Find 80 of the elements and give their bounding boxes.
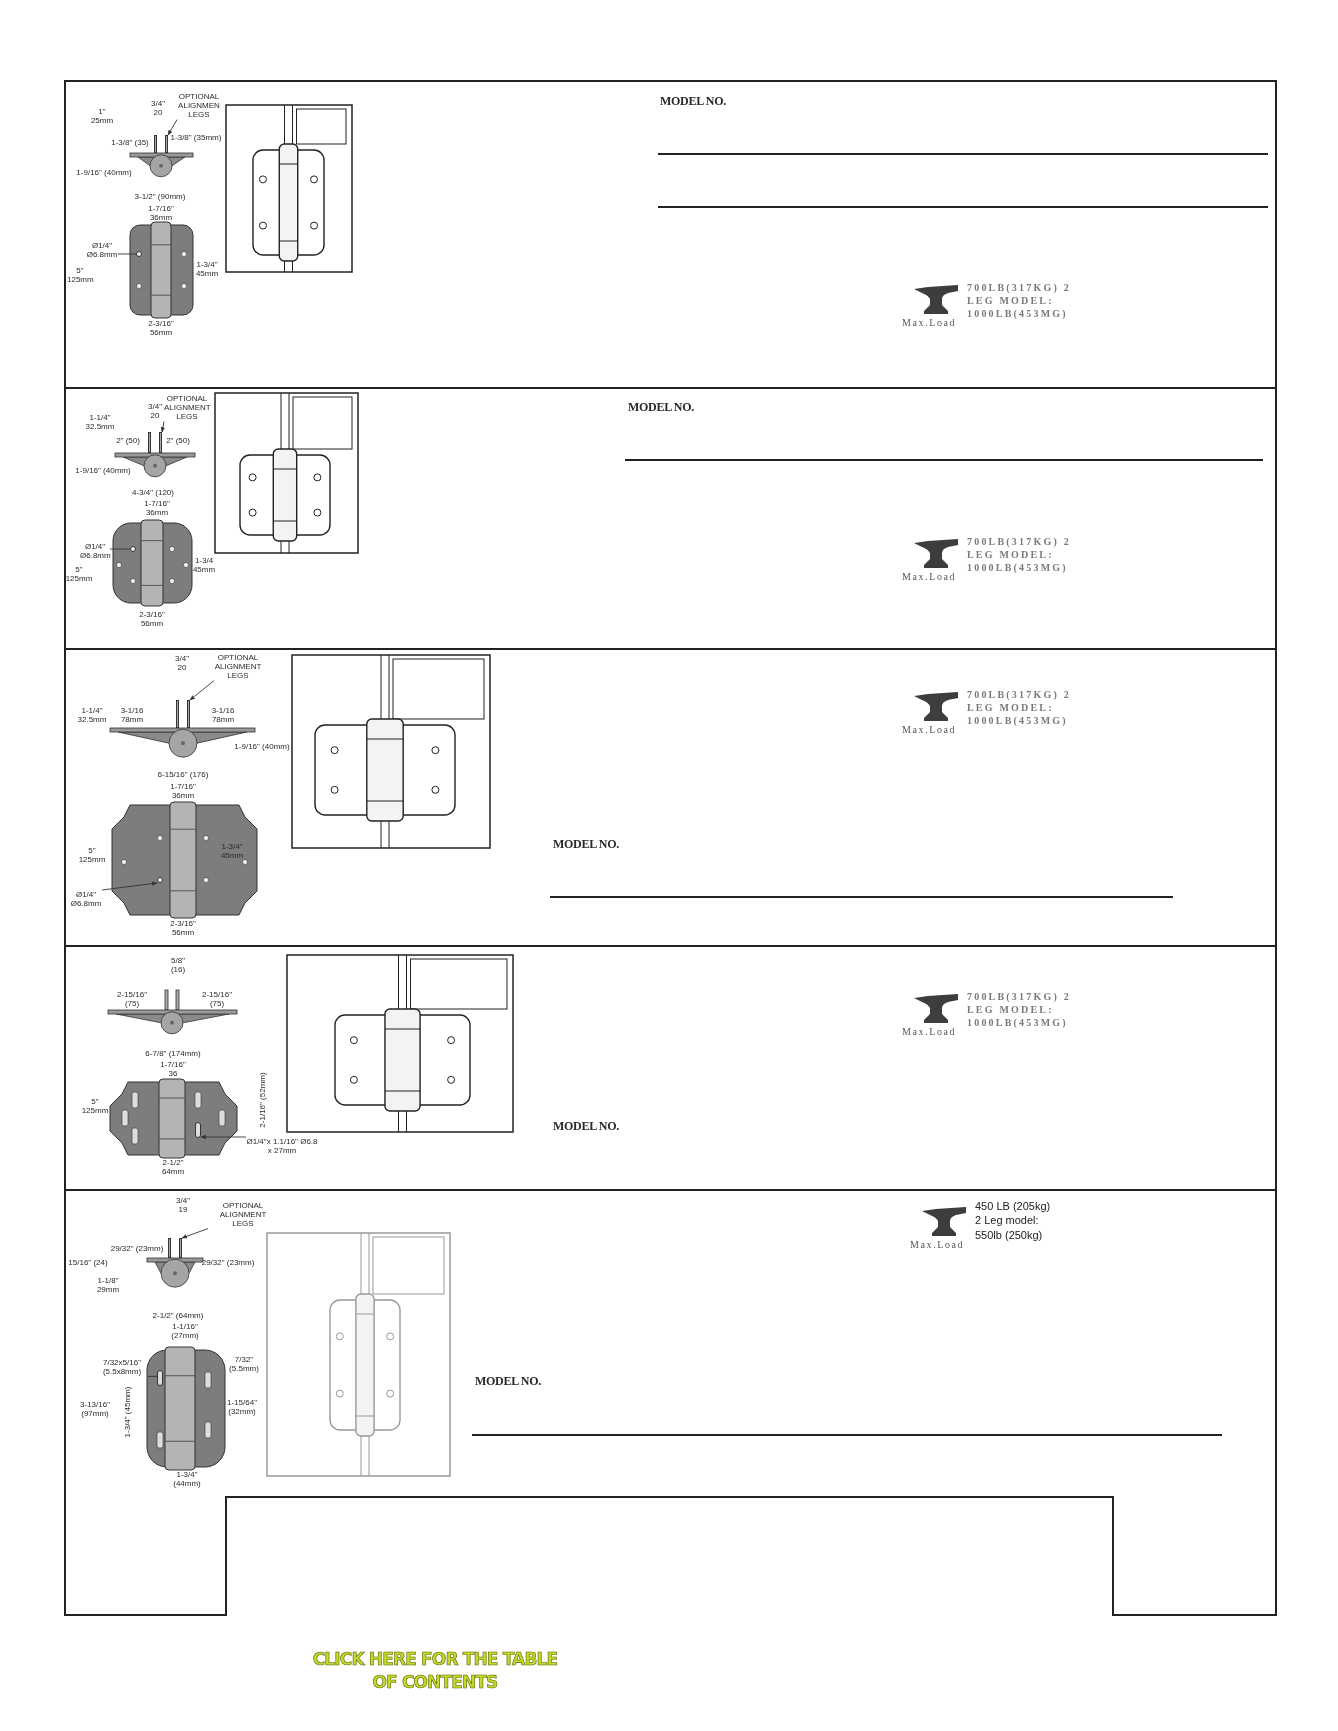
dimension-label: 1-7/16" 36 <box>159 1060 187 1079</box>
dimension-label: 2-3/16" 56mm <box>148 319 174 338</box>
model-number-label: MODEL NO. <box>553 836 619 853</box>
dimension-label: 1" 25mm <box>89 107 115 126</box>
dimension-label: 1-1/4" 32.5mm <box>85 413 115 432</box>
leader-line <box>117 253 137 255</box>
dimension-label: 1-9/16" (40mm) <box>76 168 132 178</box>
callout-label: Ø1/4"x 1.1/16" Ø6.8 x 27mm <box>246 1137 318 1156</box>
dimension-label: 7/32" (5.5mm) <box>228 1355 260 1374</box>
dimension-label: 1-1/16" (27mm) <box>170 1322 200 1341</box>
max-load-value: 700LB(317KG) 2 LEG MODEL: 1000LB(453MG) <box>967 535 1072 574</box>
dimension-label: 5" 125mm <box>67 266 93 285</box>
model-number-label: MODEL NO. <box>660 93 726 110</box>
callout-label: 7/32x5/16" (5.5x8mm) <box>96 1358 148 1377</box>
dimension-label: 5" 125mm <box>77 846 107 865</box>
dimension-label: 3/4" 20 <box>174 654 190 673</box>
dimension-label: 1-3/4 45mm <box>192 556 216 575</box>
alignment-legs <box>176 700 190 728</box>
dimension-label: 1-7/16" 36mm <box>148 204 174 223</box>
dimension-label: 2-15/16" (75) <box>116 990 148 1009</box>
dimension-label: 1-3/4" 45mm <box>194 260 220 279</box>
dimension-label: 6-15/16" (176) <box>157 770 209 780</box>
dimension-label: 1-7/16" 36mm <box>144 499 170 518</box>
max-load-caption: Max.Load <box>910 1238 965 1252</box>
alignment-legs <box>168 1238 182 1258</box>
max-load-value: 700LB(317KG) 2 LEG MODEL: 1000LB(453MG) <box>967 688 1072 727</box>
callout-label: OPTIONAL ALIGNMENT LEGS <box>164 394 210 422</box>
dimension-label: 1-1/4" 32.5mm <box>77 706 107 725</box>
callout-label: Ø1/4" Ø6.8mm <box>70 890 102 909</box>
callout-label: Ø1/4" Ø6.8mm <box>86 241 118 260</box>
dimension-label: 1-3/4" (45mm) <box>123 1386 133 1438</box>
alignment-legs <box>154 135 168 153</box>
dimension-label: 3-1/16 78mm <box>210 706 236 725</box>
dimension-label: 3-13/16" (97mm) <box>79 1400 111 1419</box>
dimension-label: 2-3/16" 56mm <box>139 610 165 629</box>
dimension-label: 6-7/8" (174mm) <box>145 1049 201 1059</box>
dimension-label: 2" (50) <box>116 436 140 446</box>
max-load-caption: Max.Load <box>902 316 957 330</box>
callout-label: OPTIONAL ALIGNMEN LEGS <box>177 92 221 120</box>
dimension-label: 5" 125mm <box>64 565 94 584</box>
dimension-label: 1-3/8" (35mm) <box>170 133 222 143</box>
dimension-label: 1-9/16" (40mm) <box>75 466 131 476</box>
max-load-value: 450 LB (205kg) 2 Leg model: 550lb (250kg) <box>975 1199 1052 1242</box>
max-load-caption: Max.Load <box>902 723 957 737</box>
max-load-caption: Max.Load <box>902 570 957 584</box>
callout-label: OPTIONAL ALIGNMENT LEGS <box>208 1201 278 1229</box>
model-number-label: MODEL NO. <box>628 399 694 416</box>
dimension-label: 5/8" (16) <box>169 956 187 975</box>
model-number-label: MODEL NO. <box>553 1118 619 1135</box>
max-load-value: 700LB(317KG) 2 LEG MODEL: 1000LB(453MG) <box>967 990 1072 1029</box>
dimension-label: 5" 125mm <box>80 1097 110 1116</box>
dimension-label: 1-1/8" 29mm <box>95 1276 121 1295</box>
dimension-label: 1-7/16" 36mm <box>170 782 196 801</box>
dimension-label: 3-1/2" (90mm) <box>134 192 186 202</box>
dimension-label: 1-9/16" (40mm) <box>234 742 290 752</box>
dimension-label: 2" (50) <box>166 436 190 446</box>
dimension-label: 2-1/16" (52mm) <box>258 1072 268 1128</box>
max-load-value: 700LB(317KG) 2 LEG MODEL: 1000LB(453MG) <box>967 281 1072 320</box>
table-of-contents-link: CLICK HERE FOR THE TABLE OF CONTENTS <box>311 1648 559 1694</box>
dimension-label: 3/4" 20 <box>147 402 163 421</box>
dimension-label: 3/4" 19 <box>175 1196 191 1215</box>
leader-line <box>147 1375 158 1377</box>
dimension-label: 4-3/4" (120) <box>132 488 174 498</box>
model-number-label: MODEL NO. <box>475 1373 541 1390</box>
dimension-label: 3/4" 20 <box>150 99 166 118</box>
dimension-label: 2-3/16" 56mm <box>170 919 196 938</box>
dimension-label: 3-1/16 78mm <box>119 706 145 725</box>
dimension-label: 2-1/2" (64mm) <box>152 1311 204 1321</box>
callout-label: OPTIONAL ALIGNMENT LEGS <box>214 653 262 681</box>
dimension-label: 15/16" (24) <box>68 1258 108 1268</box>
dimension-label: 1-15/64" (32mm) <box>226 1398 258 1417</box>
callout-label: Ø1/4" Ø6.8mm <box>80 542 110 561</box>
max-load-caption: Max.Load <box>902 1025 957 1039</box>
dimension-label: 2-15/16" (75) <box>201 990 233 1009</box>
leader-line <box>109 548 131 550</box>
alignment-legs <box>148 432 162 453</box>
dimension-label: 1-3/4" (44mm) <box>172 1470 202 1489</box>
dimension-label: 2-1/2" 64mm <box>160 1158 186 1177</box>
dimension-label: 29/32" (23mm) <box>201 1258 255 1268</box>
dimension-label: 1-3/4" 45mm <box>219 842 245 861</box>
